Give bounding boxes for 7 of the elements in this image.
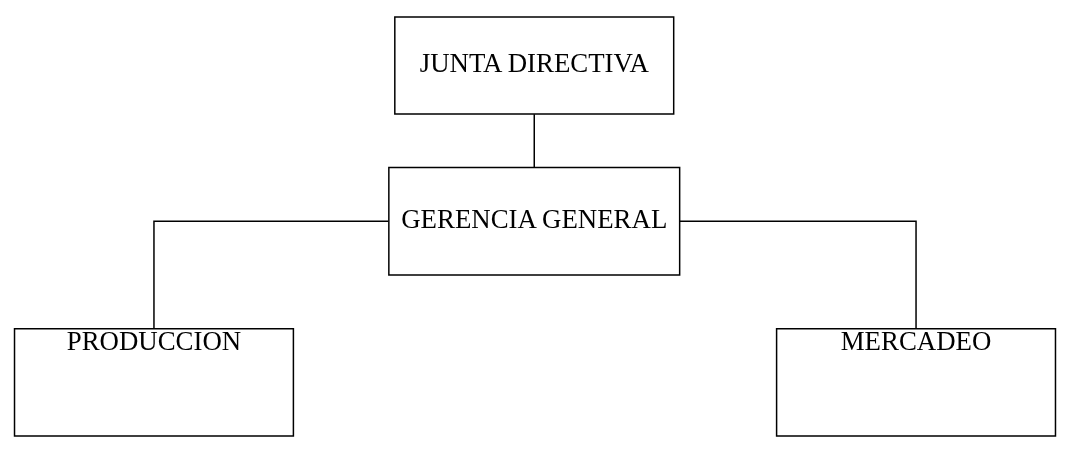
node-box: MERCADEO xyxy=(775,327,1057,437)
connector xyxy=(533,113,535,168)
node-box: JUNTA DIRECTIVA xyxy=(394,15,675,115)
node-box: GERENCIA GENERAL xyxy=(388,166,681,276)
connector xyxy=(153,220,390,329)
connector xyxy=(678,220,917,329)
node-box: PRODUCCION xyxy=(13,327,295,437)
